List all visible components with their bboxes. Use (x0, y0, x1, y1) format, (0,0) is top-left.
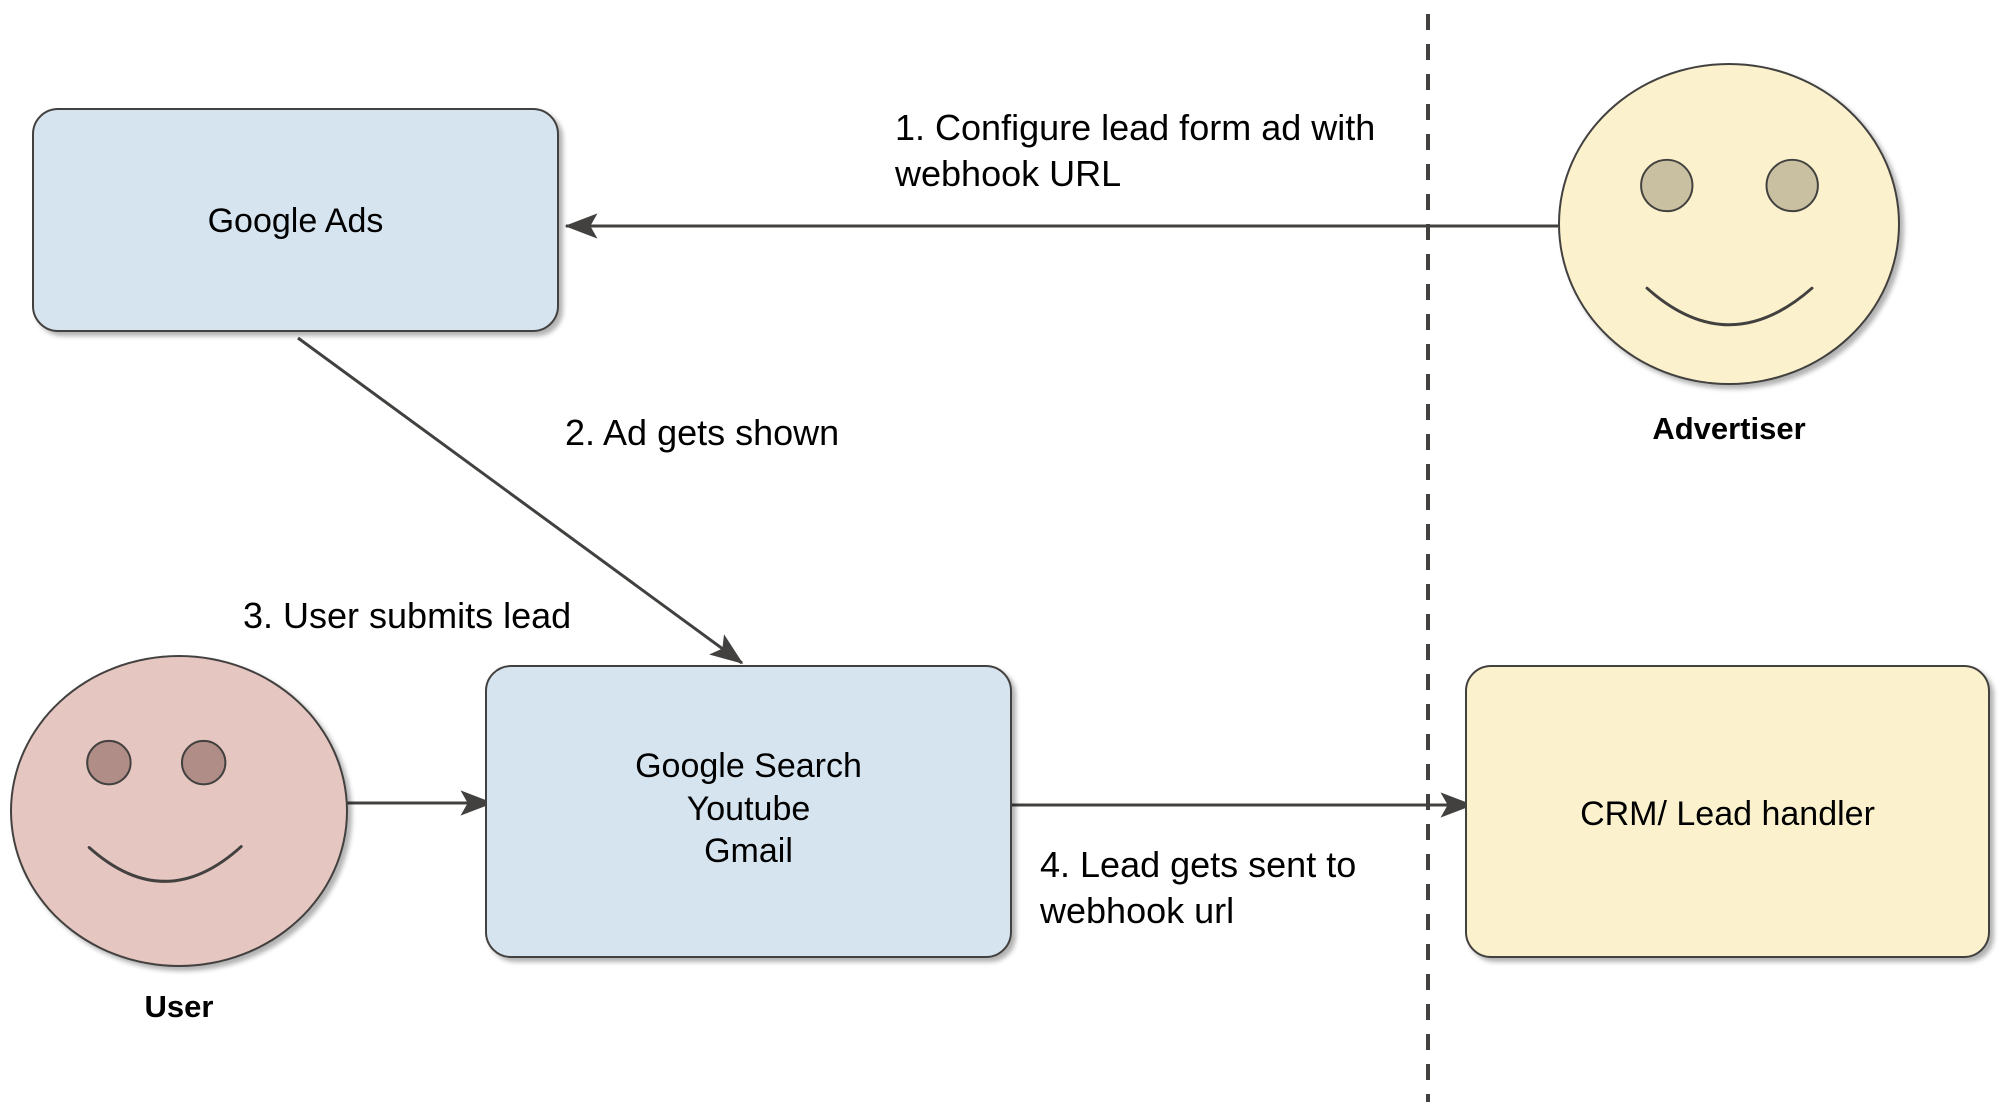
node-user-face[interactable] (10, 655, 348, 967)
advertiser-face-features (1640, 158, 1819, 327)
edge-label-4: 4. Lead gets sent to webhook url (1040, 844, 1357, 932)
smile-icon (87, 845, 243, 883)
smile-icon (1645, 286, 1814, 327)
node-google-ads[interactable] (32, 108, 559, 332)
left-eye-icon (86, 739, 132, 786)
right-eye-icon (180, 739, 227, 786)
node-advertiser-face[interactable] (1558, 63, 1900, 385)
edge-label-1: 1. Configure lead form ad with webhook U… (895, 107, 1376, 195)
connector-google-ads-to-surfaces (297, 336, 744, 665)
left-eye-icon (1640, 158, 1694, 213)
node-google-surfaces[interactable] (485, 665, 1012, 958)
node-crm-lead-handler[interactable] (1465, 665, 1990, 958)
edge-label-2: 2. Ad gets shown (565, 412, 840, 453)
edge-label-3: 3. User submits lead (243, 595, 572, 636)
user-face-features (86, 739, 243, 883)
right-eye-icon (1765, 158, 1819, 213)
